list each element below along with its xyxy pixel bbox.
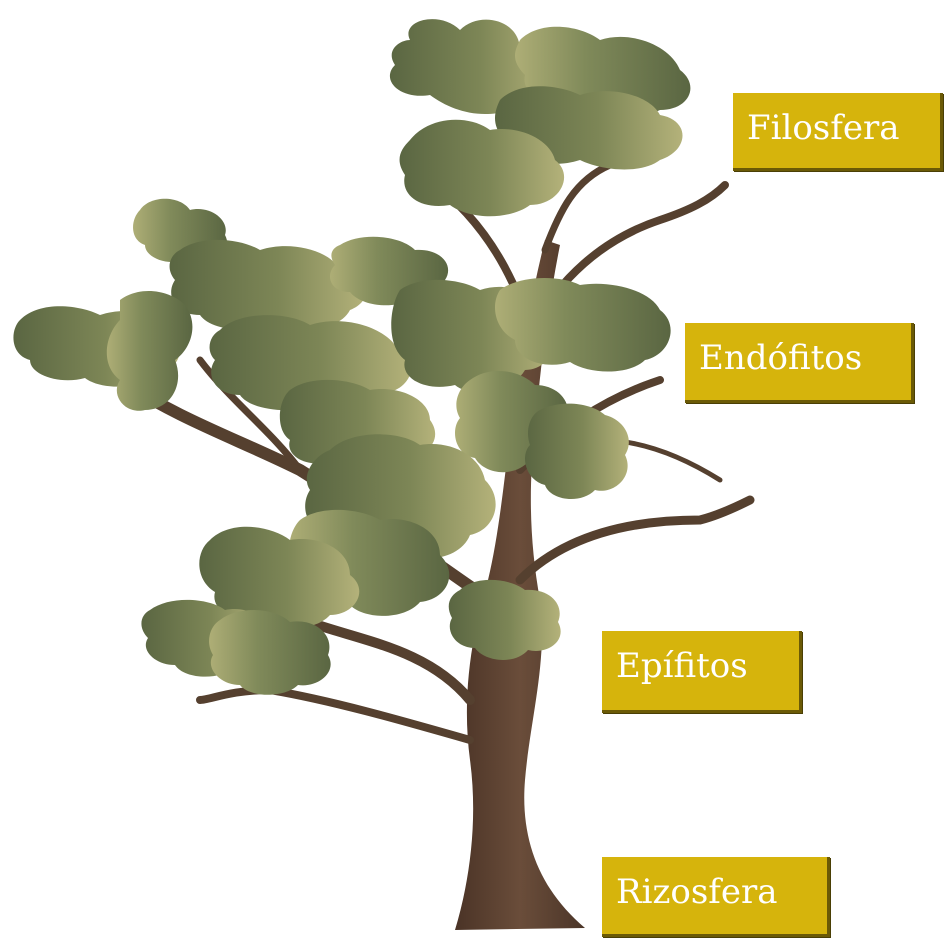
tree-foliage — [13, 19, 690, 695]
label-rizosfera: Rizosfera — [602, 857, 830, 937]
label-epifitos: Epífitos — [602, 631, 802, 713]
label-filosfera: Filosfera — [733, 93, 943, 171]
label-endofitos: Endófitos — [685, 323, 914, 403]
